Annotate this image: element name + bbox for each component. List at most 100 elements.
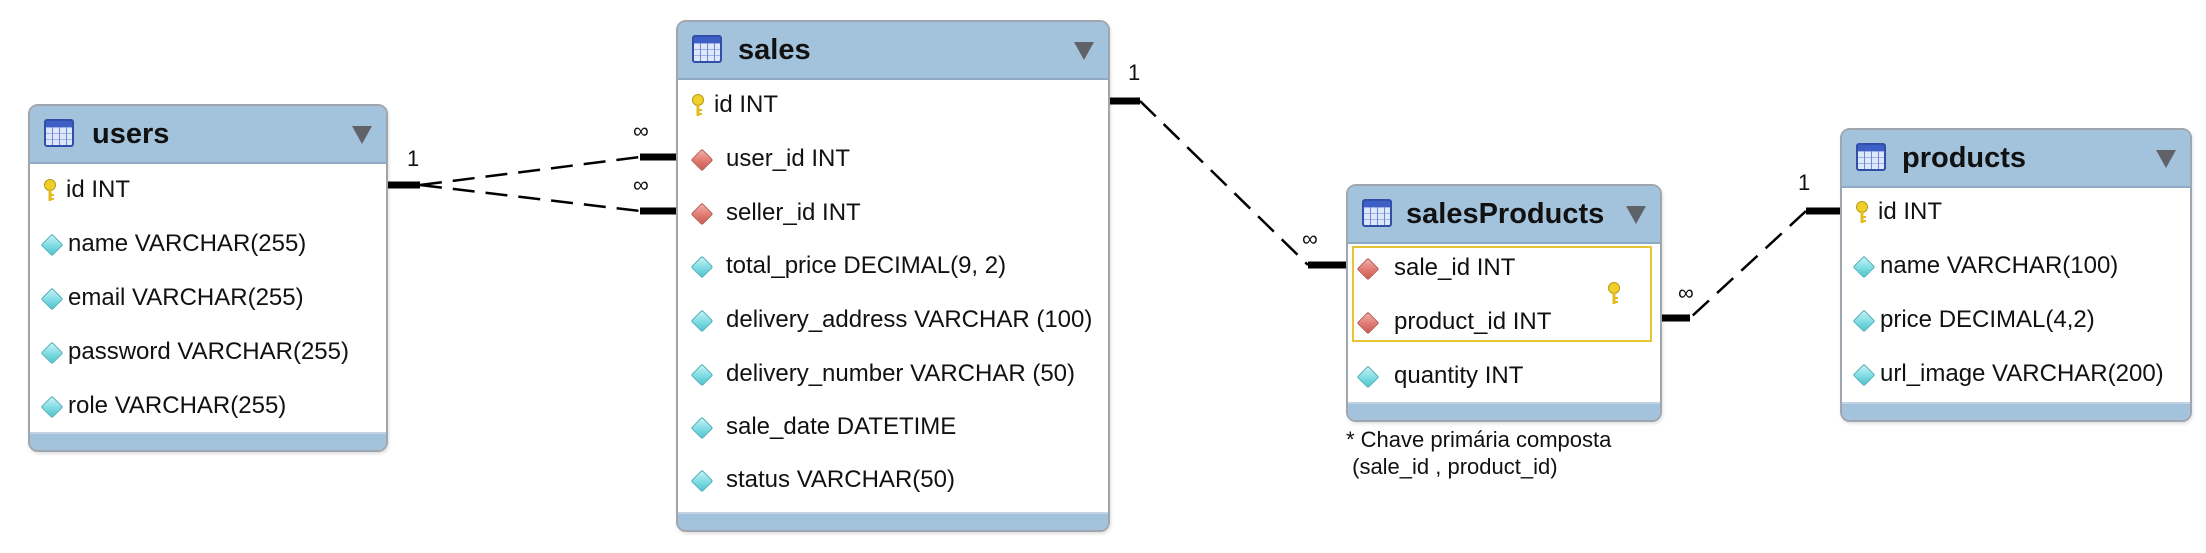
column-row[interactable]: password VARCHAR(255) — [30, 332, 386, 372]
column-row[interactable]: price DECIMAL(4,2) — [1842, 300, 2190, 340]
cardinality-sales-seller-many: ∞ — [633, 172, 649, 197]
rel-users-sales-seller — [419, 183, 676, 215]
cyan-diamond-icon — [1852, 255, 1876, 279]
column-label: name VARCHAR(255) — [68, 230, 307, 257]
column-row[interactable]: id INT — [1842, 192, 2190, 232]
column-row[interactable]: status VARCHAR(50) — [678, 460, 1108, 500]
column-label: total_price DECIMAL(9, 2) — [726, 252, 1007, 279]
table-footer — [1348, 402, 1660, 420]
table-icon — [1856, 143, 1886, 171]
triangle-down-icon[interactable] — [1626, 206, 1646, 224]
column-label: product_id INT — [1394, 308, 1552, 335]
red-diamond-icon — [690, 202, 714, 226]
cyan-diamond-icon — [1356, 365, 1380, 389]
red-diamond-icon — [1356, 257, 1380, 281]
table-footer — [1842, 402, 2190, 420]
cyan-diamond-icon — [690, 416, 714, 440]
rel-products-salesproducts — [1658, 207, 1840, 322]
note-line-2: (sale_id , product_id) — [1346, 454, 1558, 479]
column-label: quantity INT — [1394, 362, 1524, 389]
table-footer — [678, 512, 1108, 530]
column-label: sale_date DATETIME — [726, 413, 957, 440]
red-diamond-icon — [1356, 311, 1380, 335]
column-row[interactable]: quantity INT — [1348, 356, 1660, 396]
column-label: seller_id INT — [726, 199, 861, 226]
column-label: user_id INT — [726, 145, 851, 172]
column-row[interactable]: sale_date DATETIME — [678, 407, 1108, 447]
column-row[interactable]: role VARCHAR(255) — [30, 386, 386, 426]
cardinality-salesproducts-sale-many: ∞ — [1302, 226, 1318, 251]
composite-key-note: * Chave primária composta (sale_id , pro… — [1346, 426, 1611, 480]
table-users[interactable]: users id INT name VARCHAR(255) email VAR… — [28, 104, 388, 452]
table-header[interactable]: users — [30, 106, 386, 164]
note-line-1: * Chave primária composta — [1346, 427, 1612, 452]
triangle-down-icon[interactable] — [2156, 150, 2176, 168]
cyan-diamond-icon — [40, 287, 64, 311]
key-icon — [1856, 201, 1868, 223]
table-icon — [44, 119, 74, 147]
column-row[interactable]: delivery_number VARCHAR (50) — [678, 354, 1108, 394]
column-row[interactable]: seller_id INT — [678, 193, 1108, 233]
table-salesproducts[interactable]: salesProducts sale_id INT product_id INT… — [1346, 184, 1662, 422]
column-label: delivery_number VARCHAR (50) — [726, 360, 1076, 387]
table-header[interactable]: products — [1842, 130, 2190, 188]
column-label: delivery_address VARCHAR (100) — [726, 306, 1093, 333]
table-name: users — [92, 118, 170, 150]
key-icon — [692, 94, 704, 116]
table-footer — [30, 432, 386, 450]
column-label: price DECIMAL(4,2) — [1880, 306, 2095, 333]
rel-sales-salesproducts — [1106, 97, 1346, 269]
triangle-down-icon[interactable] — [1074, 42, 1094, 60]
table-icon — [692, 35, 722, 63]
column-row[interactable]: sale_id INT — [1348, 248, 1660, 288]
table-name: salesProducts — [1406, 198, 1605, 230]
column-row[interactable]: url_image VARCHAR(200) — [1842, 354, 2190, 394]
cyan-diamond-icon — [40, 341, 64, 365]
column-row[interactable]: delivery_address VARCHAR (100) — [678, 300, 1108, 340]
column-label: id INT — [66, 176, 131, 203]
column-label: status VARCHAR(50) — [726, 466, 955, 493]
column-row[interactable]: email VARCHAR(255) — [30, 278, 386, 318]
cardinality-salesproducts-product-many: ∞ — [1678, 280, 1694, 305]
cardinality-sales-one: 1 — [1128, 60, 1141, 85]
cyan-diamond-icon — [40, 395, 64, 419]
cyan-diamond-icon — [40, 233, 64, 257]
column-label: email VARCHAR(255) — [68, 284, 304, 311]
cyan-diamond-icon — [690, 363, 714, 387]
column-label: id INT — [1878, 198, 1943, 225]
column-row[interactable]: name VARCHAR(255) — [30, 224, 386, 264]
cyan-diamond-icon — [690, 255, 714, 279]
column-label: role VARCHAR(255) — [68, 392, 287, 419]
cyan-diamond-icon — [690, 469, 714, 493]
table-sales[interactable]: sales id INT user_id INT seller_id INT t… — [676, 20, 1110, 532]
column-row[interactable]: product_id INT — [1348, 302, 1660, 342]
table-header[interactable]: salesProducts — [1348, 186, 1660, 244]
column-label: id INT — [714, 91, 779, 118]
table-name: products — [1902, 142, 2027, 174]
column-label: password VARCHAR(255) — [68, 338, 349, 365]
composite-key-box — [1352, 246, 1652, 342]
table-icon — [1362, 199, 1392, 227]
cardinality-products-one: 1 — [1798, 170, 1811, 195]
column-row[interactable]: total_price DECIMAL(9, 2) — [678, 246, 1108, 286]
triangle-down-icon[interactable] — [352, 126, 372, 144]
key-icon — [1608, 282, 1620, 304]
key-icon — [44, 179, 56, 201]
column-label: sale_id INT — [1394, 254, 1516, 281]
cardinality-users-one: 1 — [407, 146, 420, 171]
table-name: sales — [738, 34, 811, 66]
column-row[interactable]: name VARCHAR(100) — [1842, 246, 2190, 286]
cyan-diamond-icon — [1852, 309, 1876, 333]
column-row[interactable]: id INT — [678, 85, 1108, 125]
rel-users-sales-user — [385, 153, 676, 189]
column-row[interactable]: id INT — [30, 170, 386, 210]
column-label: url_image VARCHAR(200) — [1880, 360, 2164, 387]
table-products[interactable]: products id INT name VARCHAR(100) price … — [1840, 128, 2192, 422]
cyan-diamond-icon — [690, 309, 714, 333]
column-row[interactable]: user_id INT — [678, 139, 1108, 179]
table-header[interactable]: sales — [678, 22, 1108, 80]
cardinality-sales-user-many: ∞ — [633, 118, 649, 143]
cyan-diamond-icon — [1852, 363, 1876, 387]
